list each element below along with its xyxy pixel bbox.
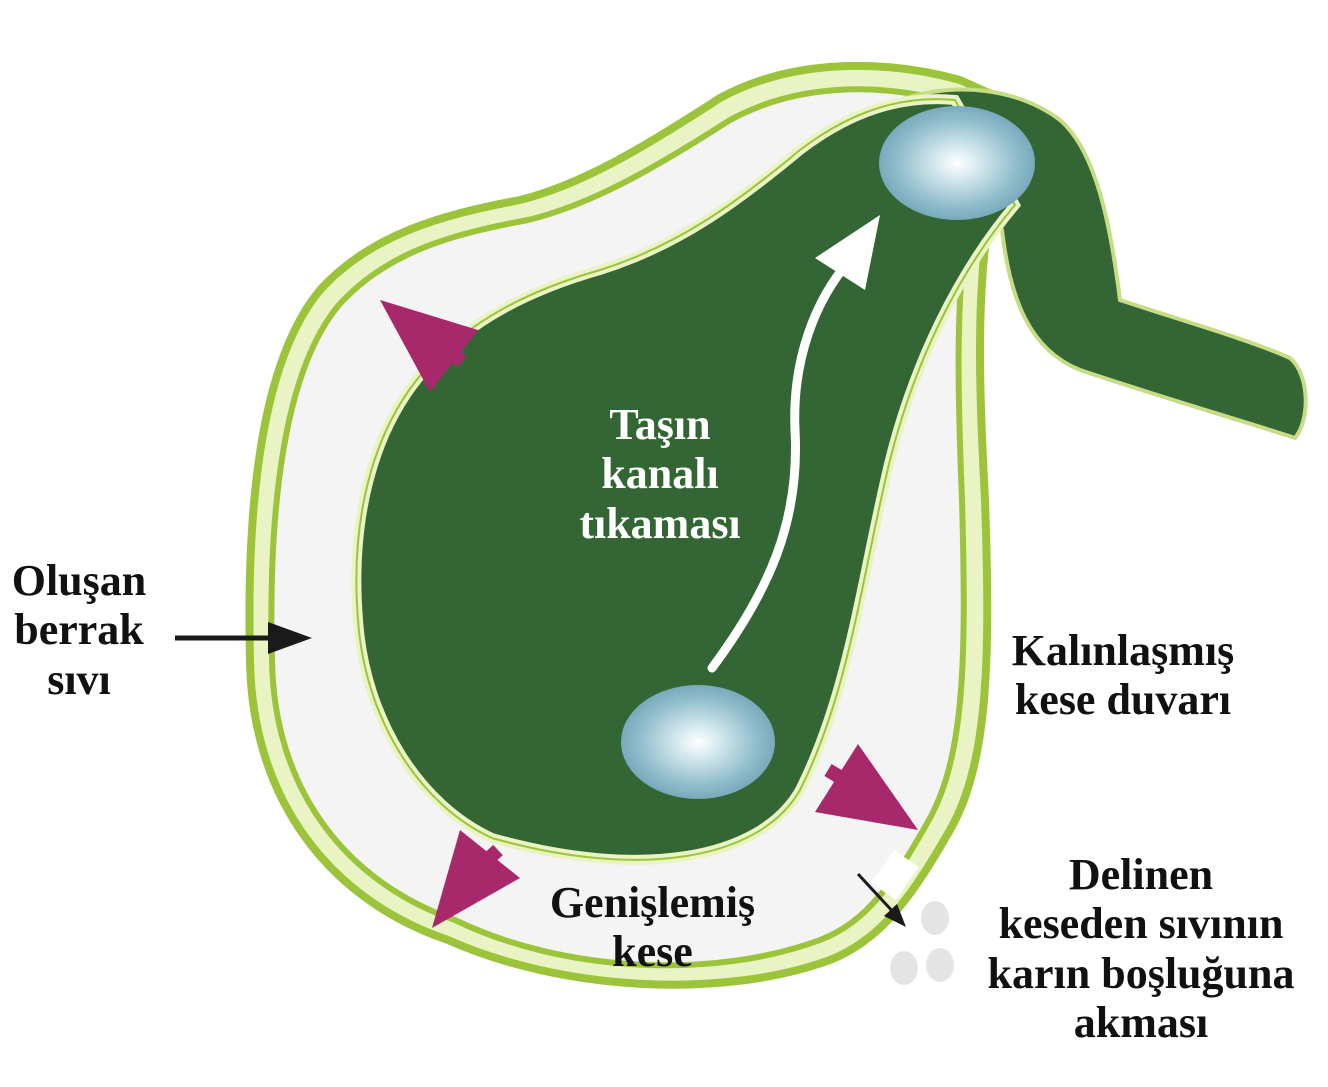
stone-migration-arrowhead	[815, 215, 880, 290]
gallstone	[621, 685, 775, 799]
label-clear-fluid-line: sıvı	[47, 654, 111, 704]
expansion-arrow-bottom-right	[815, 744, 918, 830]
bile-sac-outline	[355, 98, 1017, 861]
label-stone-block-line: tıkaması	[579, 498, 741, 548]
stone-migration-arrow	[707, 255, 855, 673]
perforation-pointer-arrow	[856, 872, 906, 927]
label-perforation-line: akması	[1073, 997, 1209, 1047]
label-dilated-sac-line: Genişlemiş	[549, 878, 756, 927]
label-stone-block-line: Taşın	[609, 400, 711, 449]
label-thick-wall-line: Kalınlaşmış	[1011, 626, 1235, 675]
perforation-gap	[871, 850, 919, 900]
label-perforation-line: keseden sıvının	[998, 899, 1284, 949]
label-perforation-line: Delinen	[1068, 850, 1214, 899]
expansion-arrow-bottom-left	[432, 830, 520, 928]
expansion-arrow-top-left	[380, 300, 478, 392]
fluid-pointer-arrow	[175, 622, 312, 654]
fluid-droplet	[926, 948, 954, 982]
label-perforation-line: karın boşluğuna	[987, 948, 1295, 998]
fluid-droplet	[890, 951, 918, 985]
label-clear-fluid-line: Oluşan	[11, 556, 147, 605]
label-stone-block-line: kanalı	[601, 449, 719, 499]
label-dilated-sac-line: kese	[612, 927, 693, 977]
label-stone-block: Taşın kanalı tıkaması	[555, 400, 765, 548]
label-clear-fluid: Oluşan berrak sıvı	[0, 556, 158, 704]
label-perforation: Delinen keseden sıvının karın boşluğuna …	[960, 850, 1322, 1047]
blocking-stone	[879, 106, 1035, 220]
fluid-droplet	[921, 901, 949, 935]
label-thick-wall: Kalınlaşmış kese duvarı	[992, 626, 1254, 725]
label-clear-fluid-line: berrak	[14, 605, 144, 655]
label-dilated-sac: Genişlemiş kese	[520, 878, 785, 977]
label-thick-wall-line: kese duvarı	[1014, 675, 1232, 725]
